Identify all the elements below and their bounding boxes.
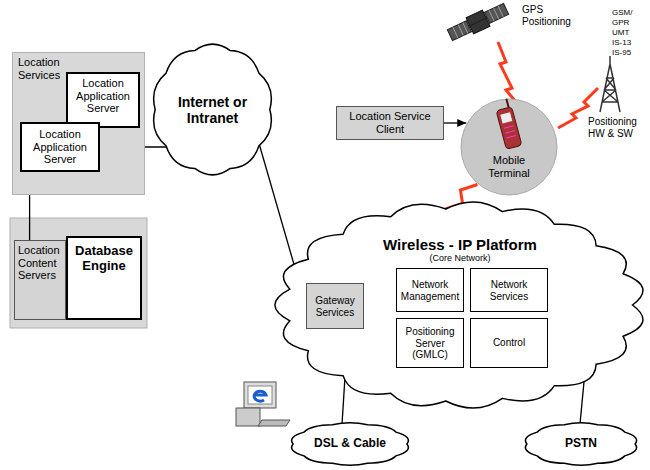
connector-line — [342, 377, 345, 424]
node-text: Location Service Client — [339, 110, 441, 135]
terminal-circle: Mobile Terminal — [460, 98, 558, 196]
server-box: Location Content Servers — [14, 240, 66, 320]
node-text: Mobile Terminal — [479, 154, 539, 179]
node-text: PSTN — [524, 437, 638, 451]
network-cloud: PSTN — [522, 422, 640, 466]
gps-label: GPS Positioning — [522, 4, 580, 27]
node-text: Location Application Server — [70, 77, 136, 115]
server-panel — [10, 218, 147, 328]
satellite-icon — [446, 1, 510, 44]
database-box: Database Engine — [66, 236, 142, 320]
node-text: Network Management — [399, 279, 461, 302]
positioning-label: Positioning HW & SW — [588, 116, 648, 139]
network-cloud: DSL & Cable — [288, 422, 412, 466]
process-box: Network Services — [470, 268, 548, 312]
circle-outline — [460, 98, 558, 196]
computer-icon — [236, 382, 290, 426]
node-text: DSL & Cable — [290, 437, 410, 451]
network-cloud: Wireless - IP Platform(Core Network) Gate… — [272, 200, 648, 410]
node-text: Database Engine — [70, 244, 138, 274]
standard-label: IS-95 — [612, 48, 648, 57]
client-box: Location Service Client — [336, 106, 444, 140]
process-box: Control — [470, 318, 548, 368]
connector-line — [444, 119, 466, 127]
node-text: Positioning Server (GMLC) — [399, 326, 461, 361]
node-text: Internet or Intranet — [175, 93, 251, 125]
node-text: Location Application Server — [24, 128, 96, 166]
standard-label: GSM/ — [612, 8, 648, 17]
arrow-head — [457, 119, 466, 127]
standard-label: GPR — [612, 18, 648, 27]
standard-label: UMT — [612, 28, 648, 37]
node-text: Gateway Services — [309, 295, 361, 318]
node-text: Network Services — [473, 279, 545, 302]
node-subtext: (Core Network) — [272, 253, 648, 263]
process-box: Network Management — [396, 268, 464, 312]
tower-icon — [600, 56, 620, 112]
process-box: Positioning Server (GMLC) — [396, 318, 464, 368]
network-cloud: Internet or Intranet — [150, 42, 275, 177]
server-box: Location Application Server — [66, 72, 140, 128]
node-text: Location Content Servers — [18, 244, 63, 282]
gateway-box: Gateway Services — [306, 283, 364, 329]
server-box: Location Application Server — [20, 122, 100, 172]
service-panel: Location ServicesLocation Application Se… — [12, 52, 145, 195]
gps-signal — [498, 42, 516, 102]
node-text: Wireless - IP Platform — [272, 236, 648, 253]
standard-label: IS-13 — [612, 38, 648, 47]
node-text: Control — [473, 337, 545, 349]
